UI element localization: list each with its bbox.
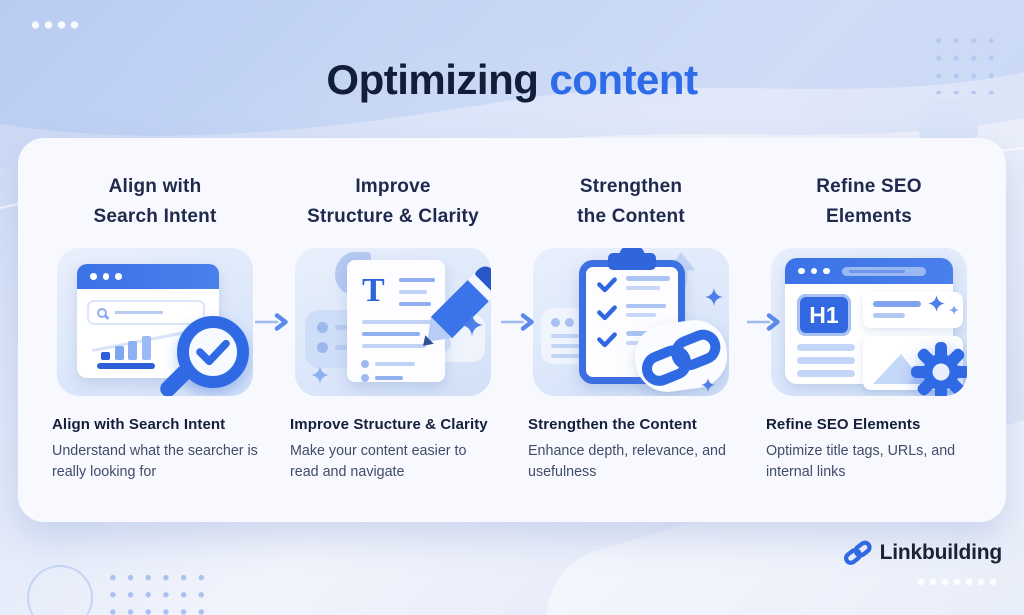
brand-logo: Linkbuilding <box>843 539 1003 567</box>
step-title: Improve Structure & Clarity <box>290 416 488 433</box>
h1-tag-badge: H1 <box>797 294 851 336</box>
browser-header <box>77 264 219 289</box>
sparkle-icon <box>311 366 329 384</box>
gear-icon <box>909 340 967 396</box>
chain-link-icon <box>843 540 872 565</box>
step-title: Strengthen the Content <box>528 416 697 433</box>
main-card: Align with Search Intent <box>18 138 1006 522</box>
step-column-strengthen-content: Strengthen the Content <box>528 172 734 522</box>
title-tag-card-graphic <box>863 292 963 328</box>
sparkle-icon <box>949 305 959 315</box>
step-heading: Refine SEO Elements <box>816 176 922 227</box>
search-icon <box>97 307 107 318</box>
checkmark-icon <box>597 332 617 348</box>
page-title-highlight: content <box>549 56 698 103</box>
checkmark-icon <box>597 277 617 293</box>
clipboard-clip <box>608 253 656 270</box>
dots-decoration-bottom-right <box>915 576 1001 588</box>
search-bar-graphic <box>87 300 205 325</box>
browser-h1-gear-icon: H1 <box>771 248 967 396</box>
step-title: Refine SEO Elements <box>766 416 921 433</box>
step-connector-arrow <box>501 313 534 331</box>
browser-search-magnifier-check-icon <box>57 248 253 396</box>
sparkle-icon <box>701 378 715 392</box>
magnifier-check-icon <box>156 316 249 396</box>
checkmark-icon <box>196 339 230 366</box>
step-description: Make your content easier to read and nav… <box>290 443 467 480</box>
page-title-prefix: Optimizing <box>326 56 539 103</box>
step-heading: Improve Structure & Clarity <box>307 176 479 227</box>
bar-chart-graphic <box>101 336 151 360</box>
step-column-align-search-intent: Align with Search Intent <box>52 172 258 522</box>
step-description: Enhance depth, relevance, and usefulness <box>528 443 726 480</box>
dots-decoration-top-right <box>930 32 996 94</box>
document-text-pencil-icon: T <box>295 248 491 396</box>
step-heading: Strengthen the Content <box>577 176 685 227</box>
dots-decoration-bottom-left <box>104 569 206 615</box>
document-page-graphic: T <box>347 260 445 382</box>
step-title: Align with Search Intent <box>52 416 226 433</box>
chain-link-icon <box>630 315 729 396</box>
clipboard-checklist-link-icon <box>533 248 729 396</box>
url-bar-graphic <box>841 266 926 276</box>
circle-decoration-bottom-left <box>27 565 93 615</box>
step-heading: Align with Search Intent <box>93 176 217 227</box>
step-connector-arrow <box>747 313 780 331</box>
sparkle-icon <box>928 295 945 312</box>
sparkle-icon <box>461 314 483 336</box>
step-description: Optimize title tags, URLs, and internal … <box>766 443 956 480</box>
brand-name: Linkbuilding <box>879 541 1003 564</box>
checkmark-icon <box>597 304 617 320</box>
step-column-refine-seo: Refine SEO Elements H1 <box>766 172 972 522</box>
step-connector-arrow <box>255 313 288 331</box>
sparkle-icon <box>705 288 723 306</box>
dots-decoration-top-left <box>27 17 81 29</box>
browser-header <box>785 258 953 284</box>
text-tool-glyph: T <box>362 272 385 309</box>
step-description: Understand what the searcher is really l… <box>52 443 258 480</box>
step-column-improve-structure: Improve Structure & Clarity T <box>290 172 496 522</box>
